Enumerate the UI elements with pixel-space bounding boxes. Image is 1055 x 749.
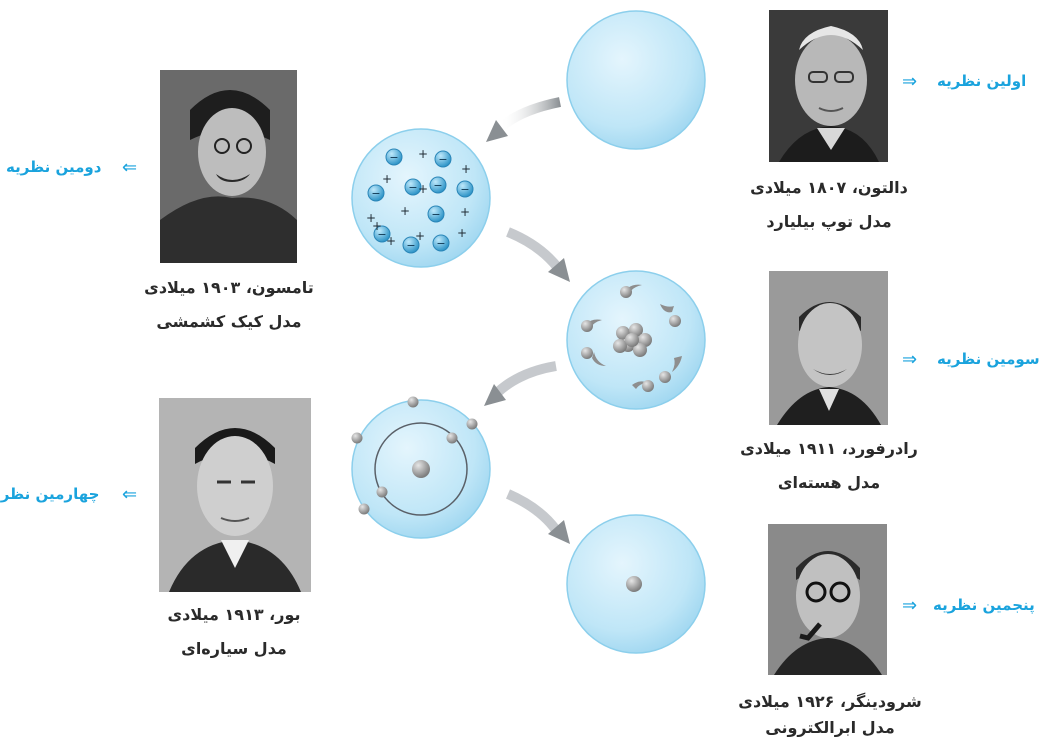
bohr-name-year: بور، ۱۹۱۳ میلادی <box>167 605 301 624</box>
thomson-model: −−−−−−−−−−+++++++++++ <box>351 128 491 268</box>
electron <box>367 184 385 202</box>
bohr-portrait <box>159 398 311 592</box>
electron-trails <box>581 284 682 392</box>
theory-label-fourth: چهارمین نظریه <box>0 485 100 503</box>
electron <box>429 176 447 194</box>
theory-label-third: سومین نظریه <box>937 350 1040 368</box>
rutherford-caption: رادرفورد، ۱۹۱۱ میلادی مدل هسته‌ای <box>734 437 924 495</box>
arrow-right-icon-fifth: ⇒ <box>902 595 918 616</box>
electron-minus-sign: − <box>406 239 415 252</box>
arrow-left-icon-second: ⇐ <box>122 157 138 178</box>
electron-minus-sign: − <box>433 179 442 192</box>
dalton-model-name: مدل توپ بیلیارد <box>766 212 892 231</box>
arrow-bohr-to-schrodinger <box>505 489 561 534</box>
electron-minus-sign: − <box>431 208 440 221</box>
rutherford-portrait <box>769 271 888 425</box>
electron <box>402 236 420 254</box>
proton-plus-sign: + <box>366 211 376 225</box>
arrow-head-2 <box>548 258 570 282</box>
proton-plus-sign: + <box>461 162 471 176</box>
transition-arrows <box>484 97 570 544</box>
arrow-dalton-to-thomson <box>496 97 561 132</box>
arrow-right-icon-first: ⇒ <box>902 71 918 92</box>
electron <box>456 180 474 198</box>
arrow-head-1 <box>486 120 508 142</box>
electron <box>427 205 445 223</box>
rutherford-model <box>566 270 706 410</box>
thomson-name-year: تامسون، ۱۹۰۳ میلادی <box>144 278 314 297</box>
electron <box>432 234 450 252</box>
proton-plus-sign: + <box>457 226 467 240</box>
electron <box>404 178 422 196</box>
arrow-left-icon-fourth: ⇐ <box>122 484 138 505</box>
theory-label-first: اولین نظریه <box>937 72 1027 90</box>
dalton-caption: دالتون، ۱۸۰۷ میلادی مدل توپ بیلیارد <box>734 176 924 234</box>
bohr-model-name: مدل سیاره‌ای <box>181 639 287 658</box>
electron-minus-sign: − <box>436 237 445 250</box>
proton-plus-sign: + <box>382 172 392 186</box>
electron-minus-sign: − <box>460 183 469 196</box>
electron-minus-sign: − <box>408 181 417 194</box>
dalton-name-year: دالتون، ۱۸۰۷ میلادی <box>750 178 908 197</box>
dalton-portrait <box>769 10 888 162</box>
arrow-thomson-to-rutherford <box>506 227 562 272</box>
schrodinger-model-name: مدل ابرالکترونی <box>765 718 895 737</box>
thomson-portrait <box>160 70 297 263</box>
schrodinger-portrait <box>768 524 887 675</box>
electron-minus-sign: − <box>377 228 386 241</box>
bohr-model <box>351 396 491 539</box>
rutherford-model-name: مدل هسته‌ای <box>777 473 881 492</box>
proton-plus-sign: + <box>415 229 425 243</box>
proton-plus-sign: + <box>460 205 470 219</box>
proton-plus-sign: + <box>386 234 396 248</box>
arrow-right-icon-third: ⇒ <box>902 349 918 370</box>
electron <box>373 225 391 243</box>
thomson-caption: تامسون، ۱۹۰۳ میلادی مدل کیک کشمشی <box>134 276 324 334</box>
schrodinger-name-year: شرودینگر، ۱۹۲۶ میلادی <box>738 692 922 711</box>
electron <box>434 150 452 168</box>
proton-plus-sign: + <box>418 182 428 196</box>
dalton-model <box>566 10 706 150</box>
proton-plus-sign: + <box>400 204 410 218</box>
arrow-rutherford-to-bohr <box>494 361 557 396</box>
theory-label-second: دومین نظریه <box>6 158 102 176</box>
bohr-caption: بور، ۱۹۱۳ میلادی مدل سیاره‌ای <box>134 603 334 661</box>
electron-minus-sign: − <box>371 187 380 200</box>
thomson-model-name: مدل کیک کشمشی <box>156 312 302 331</box>
nucleus-cluster <box>613 323 652 357</box>
theory-label-fifth: پنجمین نظریه <box>933 596 1035 614</box>
proton-plus-sign: + <box>372 219 382 233</box>
arrow-head-4 <box>548 520 570 544</box>
proton-plus-sign: + <box>418 147 428 161</box>
electron-minus-sign: − <box>438 153 447 166</box>
arrow-head-3 <box>484 384 506 406</box>
rutherford-name-year: رادرفورد، ۱۹۱۱ میلادی <box>740 439 918 458</box>
electron <box>385 148 403 166</box>
schrodinger-caption: شرودینگر، ۱۹۲۶ میلادی مدل ابرالکترونی <box>720 690 940 740</box>
electron-minus-sign: − <box>389 151 398 164</box>
schrodinger-model <box>566 514 706 654</box>
